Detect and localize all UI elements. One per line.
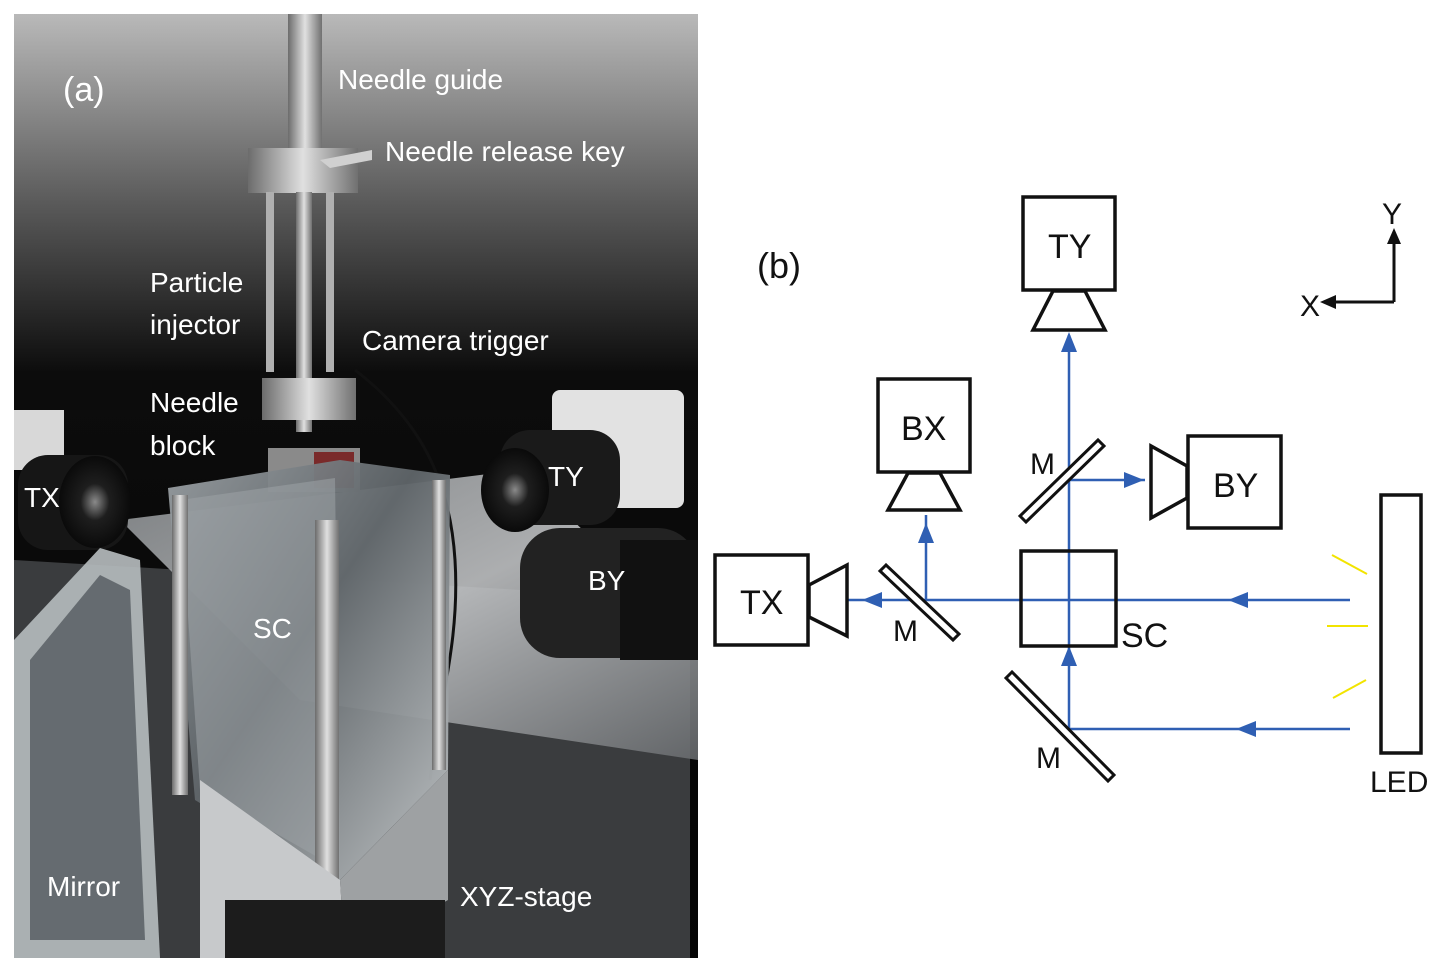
arrow-upper-left bbox=[1228, 592, 1248, 608]
xyz-stage-photo bbox=[225, 900, 445, 958]
arrow-up-into-sc bbox=[1061, 646, 1077, 666]
arrow-to-ty bbox=[1061, 332, 1077, 352]
camera-ty: TY bbox=[1021, 195, 1117, 332]
sample-cell-label: SC bbox=[1121, 617, 1168, 655]
panel-b-label: (b) bbox=[757, 245, 801, 286]
camera-tx: TX bbox=[713, 553, 849, 647]
needle-release-key-block bbox=[248, 148, 372, 193]
label-mirror-photo: Mirror bbox=[47, 871, 120, 902]
label-particle-injector-2: injector bbox=[150, 309, 240, 340]
axis-y-label: Y bbox=[1382, 198, 1402, 231]
led-label: LED bbox=[1370, 766, 1428, 799]
label-tx-photo: TX bbox=[24, 482, 60, 513]
label-needle-release-key: Needle release key bbox=[385, 136, 625, 167]
label-needle-guide: Needle guide bbox=[338, 64, 503, 95]
mirror-upper bbox=[1017, 437, 1107, 525]
camera-ty-label: TY bbox=[1048, 228, 1091, 266]
mirror-lower-label: M bbox=[1036, 742, 1061, 775]
label-sc-photo: SC bbox=[253, 613, 292, 644]
led-light-source: LED bbox=[1327, 493, 1428, 799]
axis-x-label: X bbox=[1300, 290, 1320, 323]
camera-bx-label: BX bbox=[901, 410, 946, 448]
camera-by-label: BY bbox=[1213, 467, 1258, 505]
label-camera-trigger: Camera trigger bbox=[362, 325, 549, 356]
arrow-lower-left bbox=[1236, 721, 1256, 737]
camera-tx-label: TX bbox=[740, 584, 783, 622]
injector-rod-right bbox=[326, 192, 334, 372]
arrow-to-tx bbox=[862, 592, 882, 608]
sample-cell-photo bbox=[168, 460, 450, 958]
label-needle-block-1: Needle bbox=[150, 387, 239, 418]
sample-cell-box bbox=[1019, 549, 1118, 648]
mirror-left bbox=[877, 562, 962, 643]
led-ray-top bbox=[1331, 554, 1368, 575]
label-by-photo: BY bbox=[588, 565, 626, 596]
camera-bx: BX bbox=[876, 377, 972, 512]
led-ray-bottom bbox=[1332, 679, 1367, 699]
label-particle-injector-1: Particle bbox=[150, 267, 243, 298]
arrow-to-bx bbox=[918, 523, 934, 543]
injector-rod-center bbox=[296, 192, 312, 432]
setup-photograph: (a) Needle guide Needle release key Part… bbox=[14, 14, 698, 958]
camera-tx-photo bbox=[14, 410, 131, 550]
beam-arrowheads bbox=[862, 332, 1256, 737]
mirror-frame-photo bbox=[14, 548, 160, 958]
arrow-to-by bbox=[1124, 472, 1144, 488]
axes-indicator: Y X bbox=[1300, 198, 1402, 323]
label-needle-block-2: block bbox=[150, 430, 216, 461]
camera-by: BY bbox=[1149, 434, 1283, 530]
camera-ty-photo bbox=[481, 390, 684, 532]
needle-guide-rod bbox=[288, 14, 322, 154]
mirror-left-label: M bbox=[893, 615, 918, 648]
label-ty-photo: TY bbox=[548, 461, 584, 492]
label-xyz-stage: XYZ-stage bbox=[460, 881, 592, 912]
panel-a-label: (a) bbox=[63, 71, 105, 109]
mirror-upper-label: M bbox=[1030, 448, 1055, 481]
beam-paths bbox=[845, 335, 1350, 731]
mirror-lower bbox=[1003, 669, 1117, 784]
injector-rod-left bbox=[266, 192, 274, 372]
camera-by-photo bbox=[520, 528, 698, 660]
